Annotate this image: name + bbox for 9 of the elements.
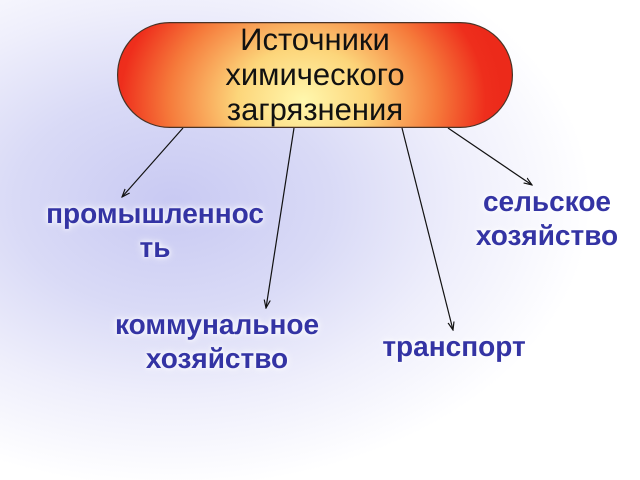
arrow (401, 128, 455, 331)
category-label: коммунальное хозяйство (104, 308, 330, 376)
category-label: сельское хозяйство (469, 185, 625, 253)
category-label: промышленность (44, 197, 266, 265)
arrow (448, 128, 533, 186)
topic-title: Источники химического загрязнения (224, 22, 406, 127)
arrow (121, 128, 184, 198)
arrow (264, 128, 295, 309)
category-label: транспорт (382, 330, 526, 364)
